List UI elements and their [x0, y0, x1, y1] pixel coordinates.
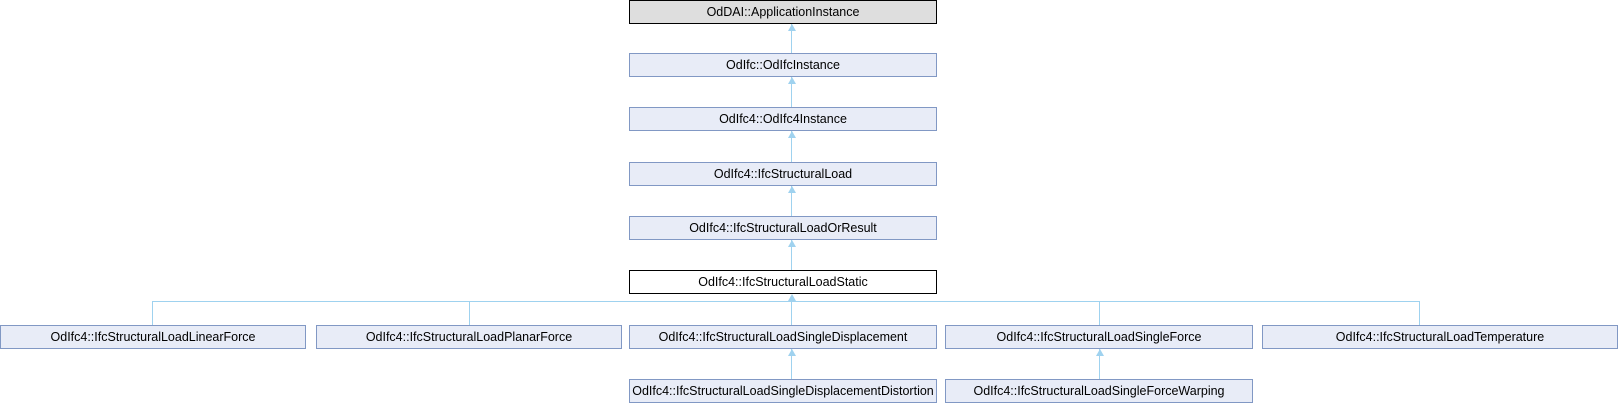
edge-bus-stem — [791, 301, 792, 325]
arrowhead-n12-n9 — [1096, 349, 1104, 356]
arrowhead-n2-n1 — [788, 77, 796, 84]
arrowhead-n4-n3 — [788, 186, 796, 193]
class-node-ifc-structural-load-single-force[interactable]: OdIfc4::IfcStructuralLoadSingleForce — [945, 325, 1253, 349]
class-node-ifc-structural-load-planar-force[interactable]: OdIfc4::IfcStructuralLoadPlanarForce — [316, 325, 622, 349]
class-node-odifc4-instance[interactable]: OdIfc4::OdIfc4Instance — [629, 107, 937, 131]
class-node-ifc-structural-load-single-force-warping[interactable]: OdIfc4::IfcStructuralLoadSingleForceWarp… — [945, 379, 1253, 403]
edge-bus-drop-n7 — [469, 301, 470, 325]
edge-n1-n0 — [791, 24, 792, 53]
edge-bus-drop-n10 — [1419, 301, 1420, 325]
class-node-ifc-structural-load-static[interactable]: OdIfc4::IfcStructuralLoadStatic — [629, 270, 937, 294]
arrowhead-bus-stem — [788, 294, 796, 301]
class-node-ifc-structural-load-linear-force[interactable]: OdIfc4::IfcStructuralLoadLinearForce — [0, 325, 306, 349]
edge-bus-drop-n6 — [152, 301, 153, 325]
arrowhead-n3-n2 — [788, 131, 796, 138]
edge-n11-n8 — [791, 349, 792, 379]
edge-n3-n2 — [791, 131, 792, 162]
class-node-ifc-structural-load-single-displacement-distortion[interactable]: OdIfc4::IfcStructuralLoadSingleDisplacem… — [629, 379, 937, 403]
edge-n2-n1 — [791, 77, 792, 107]
class-node-ifc-structural-load-or-result[interactable]: OdIfc4::IfcStructuralLoadOrResult — [629, 216, 937, 240]
arrowhead-n5-n4 — [788, 240, 796, 247]
arrowhead-n1-n0 — [788, 24, 796, 31]
edge-n12-n9 — [1099, 349, 1100, 379]
edge-n4-n3 — [791, 186, 792, 216]
class-node-ifc-structural-load[interactable]: OdIfc4::IfcStructuralLoad — [629, 162, 937, 186]
class-node-odifc-instance[interactable]: OdIfc::OdIfcInstance — [629, 53, 937, 77]
class-node-ifc-structural-load-single-displacement[interactable]: OdIfc4::IfcStructuralLoadSingleDisplacem… — [629, 325, 937, 349]
arrowhead-n11-n8 — [788, 349, 796, 356]
edge-bus-horizontal — [152, 301, 1419, 302]
class-node-ifc-structural-load-temperature[interactable]: OdIfc4::IfcStructuralLoadTemperature — [1262, 325, 1618, 349]
edge-bus-drop-n9 — [1099, 301, 1100, 325]
class-node-application-instance[interactable]: OdDAI::ApplicationInstance — [629, 0, 937, 24]
edge-n5-n4 — [791, 240, 792, 270]
